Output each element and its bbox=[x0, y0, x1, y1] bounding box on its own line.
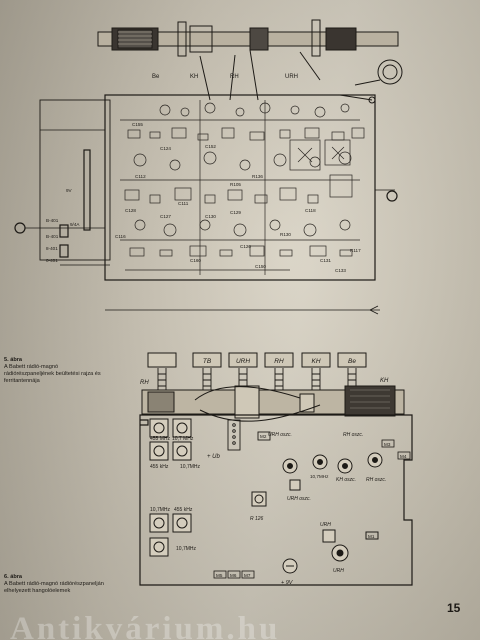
part-label: C155 bbox=[132, 122, 143, 127]
f455-left: 455 kHz bbox=[174, 507, 193, 513]
button-label-kh: KH bbox=[311, 358, 320, 365]
part-label: C124 bbox=[160, 146, 171, 151]
part-label: R130 bbox=[280, 232, 291, 237]
part-label: R136 bbox=[252, 174, 263, 179]
pushbutton-springs bbox=[157, 368, 357, 396]
box-m6: M6 bbox=[230, 573, 237, 578]
part-label: C127 bbox=[160, 214, 171, 219]
part-label: C160 bbox=[190, 258, 201, 263]
connector-strip bbox=[227, 419, 271, 451]
part-label: C130 bbox=[205, 214, 216, 219]
ub-label: + Ub bbox=[207, 454, 221, 460]
urh-osc-bottom: URH oszc. bbox=[287, 496, 311, 502]
fig5-part-labels: C155 C124 C152 C112 C111 R105 R136 C128 … bbox=[115, 122, 361, 273]
r126-label: R 126 bbox=[250, 516, 264, 522]
pcb-components bbox=[120, 100, 365, 275]
button-label-tb: TB bbox=[203, 358, 212, 365]
box-m3: M3 bbox=[384, 442, 391, 447]
button-label-rh: RH bbox=[274, 358, 284, 365]
if-label-107-top: 10,7 MHz bbox=[172, 436, 194, 442]
pcb-board bbox=[14, 94, 398, 315]
fig5-label-urh: URH bbox=[285, 74, 298, 80]
button-label-be: Be bbox=[348, 358, 356, 365]
if-label-455-top: 455 MHz bbox=[150, 436, 171, 442]
ferrite-rod bbox=[141, 385, 405, 422]
f107-mid: 10,7MHz bbox=[310, 474, 329, 479]
figure-5-number: 5. ábra bbox=[4, 357, 23, 363]
plus-9v-label: + 9V bbox=[281, 580, 294, 586]
figure-5-pcb-layout: Be KH RH URH bbox=[14, 19, 403, 315]
fig5-label-rh: RH bbox=[230, 74, 239, 80]
page-number: 15 bbox=[447, 601, 461, 615]
urh-osc-top: URH oszc. bbox=[268, 432, 292, 438]
speaker-connector bbox=[339, 59, 403, 104]
watermark: Antikvárium.hu bbox=[10, 612, 281, 640]
fig5-label-kh: KH bbox=[190, 74, 198, 80]
rh-osc-top: RH oszc. bbox=[343, 432, 363, 438]
part-label: R105 bbox=[230, 182, 241, 187]
urh-label-right: URH bbox=[320, 522, 331, 528]
f107-left: 10,7MHz bbox=[150, 507, 171, 513]
switch-label-rh: RH bbox=[140, 380, 149, 386]
side-label: 9V bbox=[66, 188, 73, 193]
urh-label-lower: URH bbox=[333, 568, 344, 574]
fig5-side-labels: 9V B-401 B-401 9/4A 8-401 0-401 bbox=[46, 188, 80, 263]
figure-6-text: A Babett rádió-magnó rádiórészpanelján e… bbox=[4, 581, 104, 594]
if-coils-top bbox=[149, 418, 192, 461]
box-m5: M5 bbox=[216, 573, 223, 578]
rh-osc-mid: RH oszc. bbox=[366, 477, 386, 483]
side-label: 8-401 bbox=[46, 246, 58, 251]
side-label: 0-401 bbox=[46, 258, 58, 263]
fig5-label-be: Be bbox=[152, 74, 160, 80]
part-label: C126 bbox=[240, 244, 251, 249]
ferrite-antenna bbox=[97, 19, 399, 101]
button-label-urh: URH bbox=[236, 358, 250, 365]
part-label: C111 bbox=[178, 201, 189, 206]
box-m4: M4 bbox=[400, 454, 407, 459]
part-label: C150 bbox=[255, 264, 266, 269]
side-label: B-401 bbox=[46, 218, 59, 223]
part-label: R117 bbox=[350, 248, 361, 253]
if-label-107-bottom: 10,7MHz bbox=[180, 464, 201, 470]
tuning-board bbox=[139, 414, 413, 586]
trimmers-row bbox=[282, 452, 383, 491]
r126-trimmer bbox=[251, 491, 267, 507]
figure-5-caption: 5. ábra A Babett rádió-magnó rádiórészpa… bbox=[4, 357, 104, 385]
f107-lower: 10,7MHz bbox=[176, 546, 197, 552]
if-label-455-bottom: 455 kHz bbox=[150, 464, 169, 470]
part-label: C118 bbox=[305, 208, 316, 213]
figure-5-text: A Babett rádió-magnó rádiórészpaneljének… bbox=[4, 364, 101, 384]
part-label: C128 bbox=[125, 208, 136, 213]
part-label: C129 bbox=[230, 210, 241, 215]
pushbutton-labels: TB URH RH KH Be bbox=[203, 358, 357, 365]
power-terminal bbox=[282, 558, 298, 574]
part-label: C112 bbox=[135, 174, 146, 179]
bottom-boxes bbox=[213, 570, 255, 579]
box-m2: M2 bbox=[260, 434, 267, 439]
part-label: C116 bbox=[115, 234, 126, 239]
figure-6-caption: 6. ábra A Babett rádió-magnó rádiórészpa… bbox=[4, 574, 104, 595]
pushbutton-row bbox=[147, 352, 367, 368]
box-labels bbox=[381, 439, 411, 460]
side-label: B-401 bbox=[46, 234, 59, 239]
switch-label-kh: KH bbox=[380, 378, 389, 384]
part-label: C133 bbox=[335, 268, 346, 273]
kh-osc-mid: KH oszc. bbox=[336, 477, 356, 483]
part-label: C152 bbox=[205, 144, 216, 149]
urh-trimmers bbox=[322, 529, 379, 562]
if-coils-lower bbox=[149, 513, 192, 557]
box-m7: M7 bbox=[244, 573, 251, 578]
box-m1: M1 bbox=[368, 534, 375, 539]
figure-6-number: 6. ábra bbox=[4, 574, 23, 580]
side-label: 9/4A bbox=[70, 222, 80, 227]
part-label: C131 bbox=[320, 258, 331, 263]
